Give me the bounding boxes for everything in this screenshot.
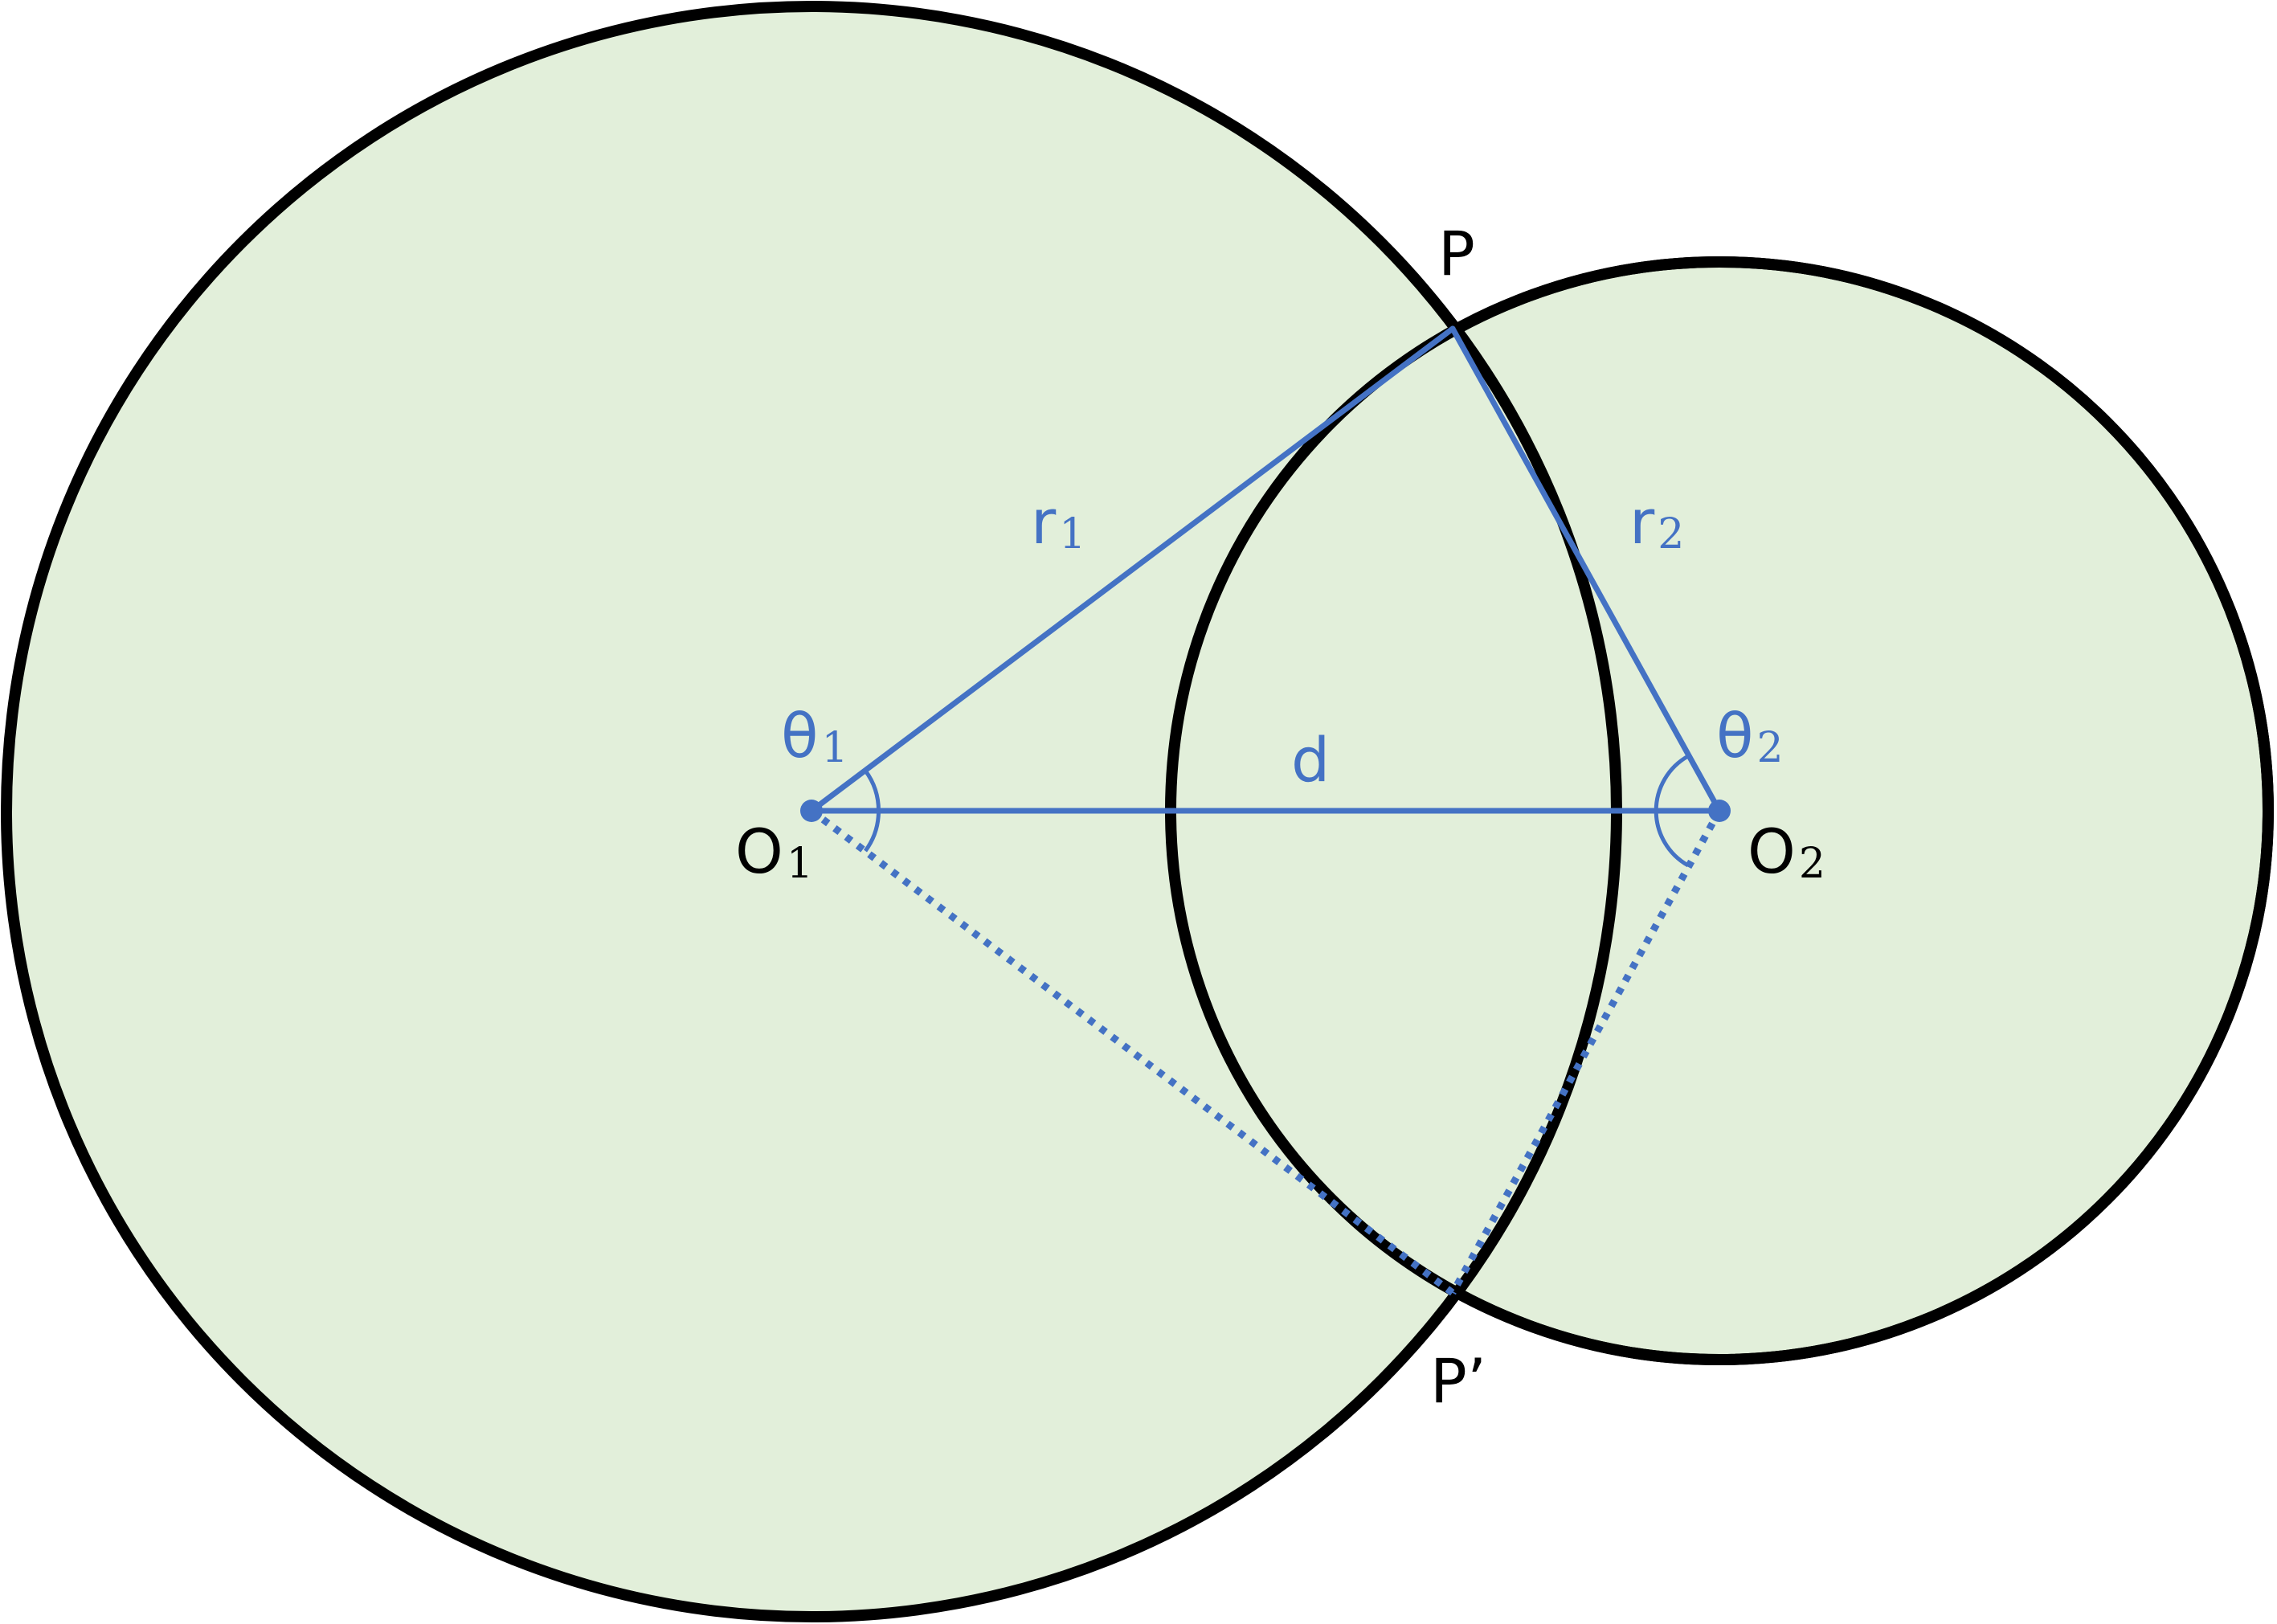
label-r1-sub: 1: [1059, 510, 1085, 558]
label-theta1: θ1: [781, 700, 848, 772]
label-p: P: [1438, 218, 1475, 289]
label-theta2: θ2: [1716, 700, 1784, 772]
label-o1-sub: 1: [787, 840, 813, 888]
label-r1: r1: [1031, 486, 1085, 558]
label-r2-base: r: [1629, 486, 1655, 558]
label-r2-sub: 2: [1658, 510, 1684, 558]
label-theta2-sub: 2: [1757, 724, 1784, 772]
label-o2-base: O: [1748, 816, 1796, 887]
solid-segments: [808, 325, 1723, 814]
center-o2-point: [1708, 800, 1731, 822]
o1-to-p-prime-dotted-line: [809, 808, 1455, 1296]
radius-r1-line: [808, 325, 1456, 814]
label-o2-sub: 2: [1799, 840, 1825, 888]
label-r1-base: r: [1031, 486, 1057, 558]
dotted-segments: [809, 808, 1723, 1296]
label-d: d: [1291, 724, 1330, 796]
label-p-prime: P’: [1430, 1345, 1486, 1417]
label-o2: O2: [1748, 816, 1825, 888]
label-r2: r2: [1629, 486, 1684, 558]
label-o1-base: O: [735, 816, 783, 887]
label-theta1-base: θ: [781, 700, 819, 771]
radius-r2-line: [1449, 325, 1723, 814]
label-theta2-base: θ: [1716, 700, 1754, 771]
angle-theta2-arc: [1654, 754, 1690, 868]
label-o1: O1: [735, 816, 813, 888]
label-theta1-sub: 1: [822, 724, 848, 772]
o2-to-p-prime-dotted-line: [1449, 808, 1723, 1295]
center-o1-point: [800, 800, 823, 822]
angle-theta1-arc: [863, 769, 881, 853]
